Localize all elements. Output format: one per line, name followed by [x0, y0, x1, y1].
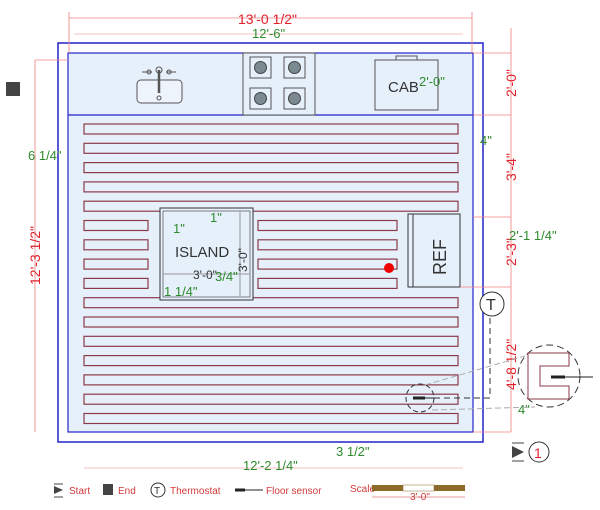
cable-loop: [83, 412, 459, 425]
cable-loop: [83, 393, 459, 405]
island-top-offset-1: 1": [173, 221, 185, 236]
cable-loop: [83, 297, 459, 309]
cable-loop: [83, 355, 459, 367]
cable-loop: [83, 277, 149, 289]
counter-depth-dim: 2'-0": [503, 69, 519, 97]
left-offset-dim: 6 1/4": [28, 148, 62, 163]
legend-scale-label: Scale: [350, 484, 375, 495]
cable-loop: [83, 162, 459, 174]
cable-loop: [83, 258, 149, 270]
lower-run-dim: 4'-8 1/2": [503, 339, 519, 390]
overall-width-dim: 13'-0 1/2": [238, 11, 297, 27]
cable-loop: [83, 200, 459, 212]
bottom-offset-dim: 3 1/2": [336, 444, 370, 459]
legend: Start End T Thermostat Floor sensor Scal…: [54, 482, 465, 503]
legend-scale-value: 3'-0": [410, 492, 430, 503]
island-side-offset: 3/4": [215, 269, 238, 284]
cable-loop: [83, 123, 459, 135]
ref-offset-dim: 2'-1 1/4": [509, 228, 557, 243]
heated-width-dim: 12'-2 1/4": [243, 458, 298, 473]
sink-icon: [136, 66, 183, 104]
ref-run-dim: 2'-3": [503, 238, 519, 266]
section-marker: 1: [512, 441, 550, 463]
right-offset-dim: 4": [480, 133, 492, 148]
island-bottom-offset: 1 1/4": [164, 284, 198, 299]
outer-wall: [57, 42, 484, 443]
sensor-wire: [420, 318, 491, 399]
upper-run-dim: 3'-4": [503, 153, 519, 181]
cable-loop: [83, 219, 149, 232]
thermostat-symbol: T: [486, 297, 496, 314]
cable-loop: [257, 239, 398, 251]
island-label: ISLAND: [175, 244, 229, 261]
island-top-offset-2: 1": [210, 210, 222, 225]
cable-loop: [257, 219, 398, 232]
sensor-offset-dim: 4": [518, 402, 530, 417]
cooktop-icon: [242, 52, 316, 116]
legend-thermostat-symbol: T: [154, 486, 160, 497]
cable-loop: [257, 277, 398, 289]
legend-start: Start: [69, 486, 90, 497]
thermostat: T: [479, 291, 505, 317]
cabinet: CAB 2'-0": [374, 55, 445, 111]
cable-loop: [257, 258, 398, 270]
section-number: 1: [534, 445, 542, 461]
cable-loop: [83, 181, 459, 193]
island-depth: 3'-0": [236, 248, 250, 272]
cabinet-label: CAB: [388, 79, 419, 96]
cab-dimension: 2'-0": [419, 74, 445, 89]
legend-end-icon: [103, 484, 113, 495]
cable-loop: [83, 374, 459, 386]
refrigerator: REF: [407, 213, 461, 288]
island: ISLAND 3'-0" 3'-0" 1" 1" 3/4" 1 1/4": [159, 207, 254, 301]
overall-height-dim: 12'-3 1/2": [27, 226, 43, 285]
legend-end: End: [118, 486, 136, 497]
heating-cable-loops: [83, 123, 459, 425]
end-marker-icon: [6, 82, 20, 96]
cable-loop: [83, 239, 149, 251]
sensor-detail-callout: [517, 344, 593, 408]
cable-loop: [83, 142, 459, 154]
cable-loop: [83, 316, 459, 328]
start-point-marker: [384, 263, 394, 273]
legend-floor-sensor: Floor sensor: [266, 486, 322, 497]
legend-thermostat: Thermostat: [170, 486, 221, 497]
ref-label: REF: [430, 239, 450, 275]
cable-loop: [83, 335, 459, 347]
inner-width-dim: 12'-6": [252, 26, 286, 41]
island-width: 3'-0": [193, 268, 217, 282]
